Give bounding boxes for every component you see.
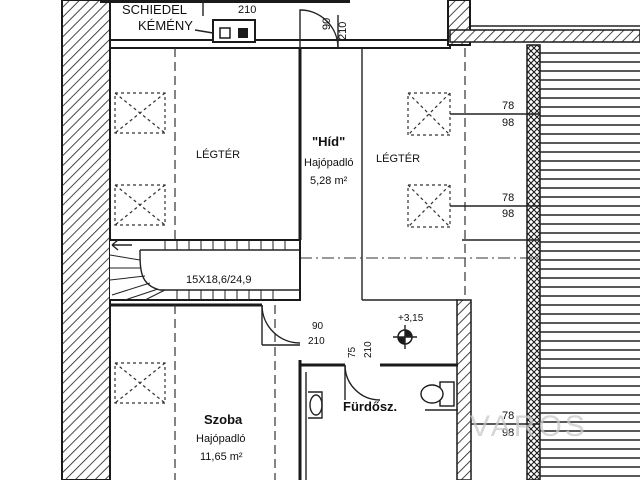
bridge-name-label: "Híd" (312, 134, 345, 149)
door-mid-height: 210 (308, 336, 325, 347)
stair-spec-label: 15X18,6/24,9 (186, 274, 251, 286)
roof-window-left-1 (114, 92, 166, 134)
knee-wall-right (526, 44, 541, 480)
roof-window-right-2 (407, 184, 451, 228)
roof-window-left-2 (114, 184, 166, 226)
door-top-height: 210 (337, 22, 349, 40)
wall-top-band (449, 29, 640, 43)
window-1-height: 98 (502, 117, 514, 129)
room-area-label: 11,65 m² (200, 451, 243, 463)
watermark-text: VAROS (470, 410, 588, 443)
window-3-height: 98 (502, 427, 514, 439)
room-floor-label: Hajópadló (196, 433, 246, 445)
toilet-icon (420, 381, 455, 407)
chimney-flue-2 (238, 28, 248, 38)
chimney-flue-1 (219, 27, 231, 39)
level-marker-icon (393, 325, 417, 349)
chimney-dim-label: 210 (238, 4, 256, 16)
window-3-width: 78 (502, 410, 514, 422)
level-mark-label: +3,15 (398, 313, 424, 324)
wall-top-chimney-bay (100, 0, 350, 3)
door-bath-swing (344, 364, 381, 401)
roof-window-right-1 (407, 92, 451, 136)
staircase (109, 239, 301, 301)
bridge-area-label: 5,28 m² (310, 175, 348, 187)
washbasin-icon (308, 391, 323, 419)
chimney-word-label: KÉMÉNY (138, 18, 193, 33)
window-1-width: 78 (502, 100, 514, 112)
roof-slope-area (540, 45, 640, 480)
window-2-height: 98 (502, 208, 514, 220)
door-mid-width: 90 (312, 321, 324, 332)
wall-right-lower (456, 299, 472, 480)
door-top-width: 90 (321, 18, 333, 30)
air-left-label: LÉGTÉR (196, 148, 240, 161)
bath-name-label: Fürdősz. (343, 399, 397, 414)
door-bath-width: 75 (347, 346, 358, 358)
bridge-floor-label: Hajópadló (304, 157, 354, 169)
room-name-label: Szoba (204, 412, 243, 427)
door-top-swing (299, 9, 339, 49)
chimney-leader (194, 29, 214, 34)
door-bath-height: 210 (363, 341, 374, 358)
roof-window-left-3 (114, 362, 166, 404)
air-right-label: LÉGTÉR (376, 152, 420, 165)
chimney-brand-label: SCHIEDEL (122, 2, 187, 17)
door-mid-swing (261, 304, 301, 344)
window-2-width: 78 (502, 192, 514, 204)
wall-top-strip (109, 39, 451, 49)
wall-left-outer (61, 0, 111, 480)
